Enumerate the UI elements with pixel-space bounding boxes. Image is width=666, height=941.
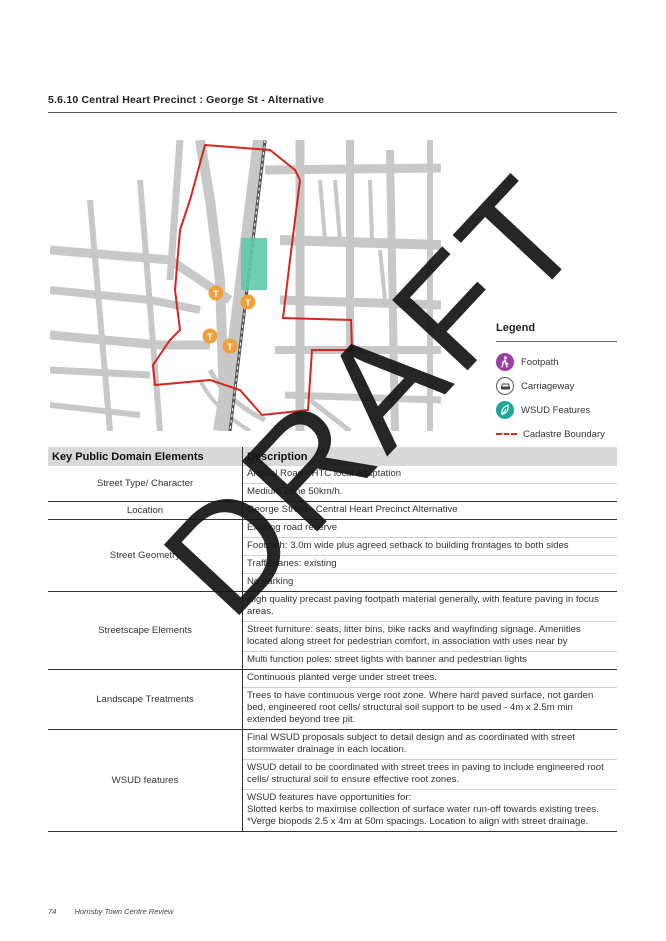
cadastre-boundary [151,143,354,417]
svg-text:T: T [213,289,219,299]
description-cell: Street furniture: seats, litter bins, bi… [242,621,617,652]
station-marker: T [240,294,256,310]
element-street-type: Street Type/ Character [48,466,243,502]
map-legend: Legend Footpath Carriageway WSUD Feature… [496,322,617,446]
legend-label: Footpath [521,356,559,368]
legend-item-footpath: Footpath [496,350,617,374]
map-svg: T T T T [50,140,441,431]
document-title: Hornsby Town Centre Review [74,907,174,916]
public-domain-table: Key Public Domain Elements Description S… [48,447,617,832]
table-row: WSUD features have opportunities for: Sl… [48,789,617,832]
leaf-icon [496,401,514,419]
description-cell: George Street - Central Heart Precinct A… [242,501,617,520]
pedestrian-icon [496,353,514,371]
svg-text:T: T [207,332,213,342]
table-row: Landscape Treatments Continuous planted … [48,669,617,730]
description-cell: WSUD features have opportunities for: Sl… [242,789,617,832]
page-number: 74 [48,907,57,916]
svg-text:T: T [245,298,251,308]
table-row: Street Geometry Existing road reserve [48,519,617,592]
description-cell: WSUD detail to be coordinated with stree… [242,759,617,790]
column-header-description: Description [242,447,617,466]
table-row: Street furniture: seats, litter bins, bi… [48,621,617,652]
description-cell: Footpath: 3.0m wide plus agreed setback … [242,537,617,556]
table-header-row: Key Public Domain Elements Description [48,447,617,466]
description-cell: High quality precast paving footpath mat… [242,591,617,622]
table-row: WSUD detail to be coordinated with stree… [48,759,617,790]
table-row: Footpath: 3.0m wide plus agreed setback … [48,537,617,556]
precinct-map: T T T T [50,140,441,431]
table-row: No parking [48,573,617,592]
element-location: Location [48,501,243,520]
legend-item-carriageway: Carriageway [496,374,617,398]
table-row: WSUD features Final WSUD proposals subje… [48,729,617,832]
car-icon [496,377,514,395]
legend-label: Carriageway [521,380,575,392]
table-row: Trees to have continuous verge root zone… [48,687,617,730]
table-row: Street Type/ Character Arterial Road - H… [48,466,617,502]
element-wsud: WSUD features [48,729,243,832]
legend-title: Legend [496,322,536,334]
description-cell: Continuous planted verge under street tr… [242,669,617,688]
description-cell: Final WSUD proposals subject to detail d… [242,729,617,760]
dashed-line-icon [496,433,517,435]
legend-item-cadastre: Cadastre Boundary [496,422,617,446]
table-row: Multi function poles: street lights with… [48,651,617,670]
heading-divider [48,112,617,113]
station-marker: T [208,285,224,301]
station-marker: T [202,328,218,344]
column-header-elements: Key Public Domain Elements [48,447,243,466]
table-row: Traffic lanes: existing [48,555,617,574]
legend-divider [496,341,617,342]
station-marker: T [222,338,238,354]
description-cell: Multi function poles: street lights with… [242,651,617,670]
table-row: Streetscape Elements High quality precas… [48,591,617,670]
table-row: Location George Street - Central Heart P… [48,501,617,520]
description-cell: No parking [242,573,617,592]
page-heading: 5.6.10 Central Heart Precinct : George S… [48,94,325,106]
description-cell: Traffic lanes: existing [242,555,617,574]
legend-label: Cadastre Boundary [523,428,605,440]
element-street-geometry: Street Geometry [48,519,243,592]
road-network [50,140,441,431]
legend-item-wsud: WSUD Features [496,398,617,422]
svg-text:T: T [227,342,233,352]
wsud-zone [241,238,267,290]
description-cell: Existing road reserve [242,519,617,538]
description-cell: Trees to have continuous verge root zone… [242,687,617,730]
table-row: Medium Zone 50km/h. [48,483,617,502]
page-footer: 74 Hornsby Town Centre Review [48,907,173,916]
element-landscape: Landscape Treatments [48,669,243,730]
element-streetscape: Streetscape Elements [48,591,243,670]
description-cell: Medium Zone 50km/h. [242,483,617,502]
legend-label: WSUD Features [521,404,591,416]
description-cell: Arterial Road - HTC local adaptation [242,466,617,484]
